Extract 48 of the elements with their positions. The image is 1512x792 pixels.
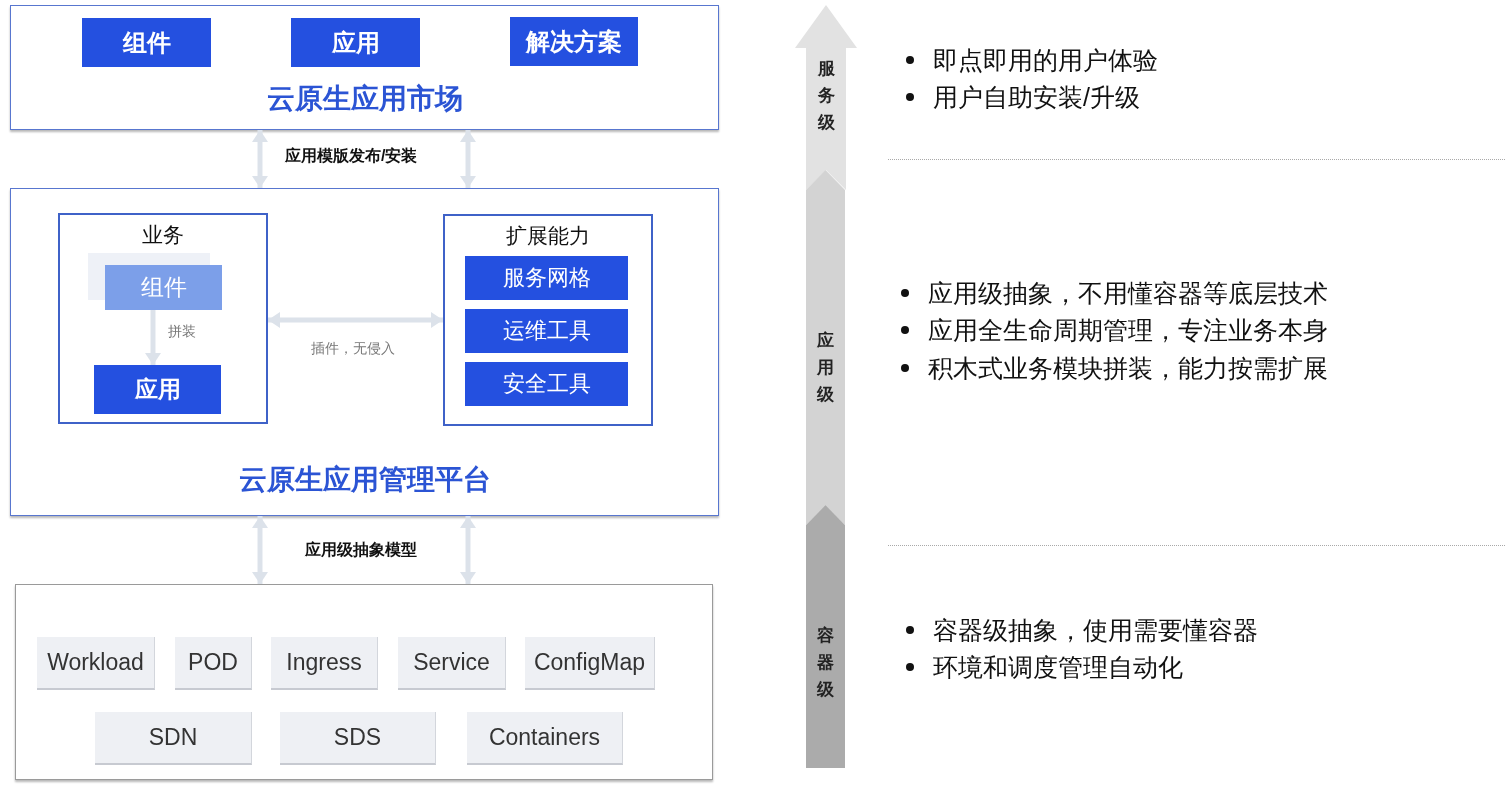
resource-box: Workload bbox=[37, 637, 155, 690]
panel-title: 扩展能力 bbox=[506, 223, 590, 249]
module-box: 应用 bbox=[291, 18, 420, 67]
level-band bbox=[795, 5, 857, 190]
bullet-text: 即点即用的用户体验 bbox=[933, 45, 1158, 76]
resource-box: POD bbox=[175, 637, 252, 690]
double-arrow bbox=[252, 130, 268, 188]
band-label: 服务级 bbox=[817, 58, 835, 134]
module-box: 解决方案 bbox=[510, 17, 638, 66]
panel-title: 云原生应用市场 bbox=[266, 82, 463, 116]
bullet-text: 积木式业务模块拼装，能力按需扩展 bbox=[928, 353, 1328, 384]
resource-box: SDS bbox=[280, 712, 436, 765]
module-box: 服务网格 bbox=[465, 256, 628, 300]
double-arrow bbox=[268, 312, 443, 328]
edge-label: 插件，无侵入 bbox=[310, 339, 396, 357]
resource-box: ConfigMap bbox=[525, 637, 655, 690]
resource-box: Containers bbox=[467, 712, 623, 765]
band-label: 应用级 bbox=[816, 330, 835, 406]
level-band bbox=[806, 170, 845, 525]
band-label: 容器级 bbox=[816, 625, 835, 701]
arrow bbox=[145, 310, 161, 365]
double-arrow bbox=[460, 516, 476, 584]
double-arrow bbox=[460, 130, 476, 188]
bullet-text: 应用全生命周期管理，专注业务本身 bbox=[928, 315, 1328, 346]
layer-panel bbox=[10, 5, 719, 130]
bullet-text: 环境和调度管理自动化 bbox=[933, 652, 1183, 683]
resource-box: SDN bbox=[95, 712, 252, 765]
caption-text: 应用级抽象模型 bbox=[305, 540, 417, 560]
level-band bbox=[806, 505, 845, 768]
layer-panel bbox=[15, 584, 713, 780]
panel-title: 云原生应用管理平台 bbox=[238, 463, 491, 497]
layer-panel bbox=[10, 188, 719, 516]
group-panel bbox=[58, 213, 268, 424]
edge-label: 拼装 bbox=[167, 322, 197, 340]
module-box: 安全工具 bbox=[465, 362, 628, 406]
bullet-text: 应用级抽象，不用懂容器等底层技术 bbox=[928, 278, 1328, 309]
double-arrow bbox=[252, 516, 268, 584]
bullet-text: 用户自助安装/升级 bbox=[933, 82, 1140, 113]
caption-text: 应用模版发布/安装 bbox=[285, 146, 418, 166]
module-box: 应用 bbox=[94, 365, 221, 414]
stacked-card: 组件 bbox=[88, 253, 222, 310]
panel-title: 业务 bbox=[142, 222, 184, 248]
resource-box: Service bbox=[398, 637, 506, 690]
bullet-text: 容器级抽象，使用需要懂容器 bbox=[933, 615, 1258, 646]
module-box: 运维工具 bbox=[465, 309, 628, 353]
module-box: 组件 bbox=[82, 18, 211, 67]
resource-box: Ingress bbox=[271, 637, 378, 690]
group-panel bbox=[443, 214, 653, 426]
